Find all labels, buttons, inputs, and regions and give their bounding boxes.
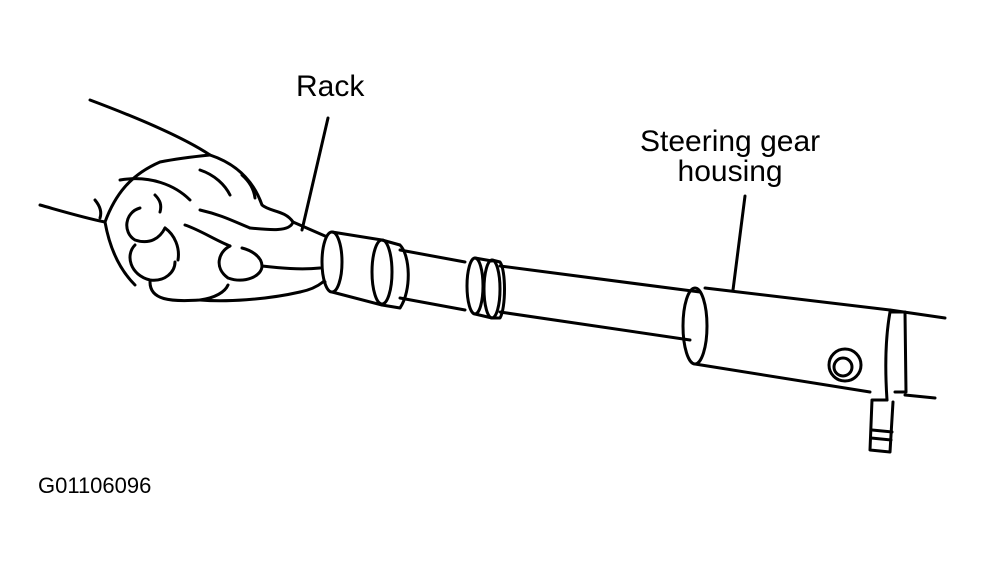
arm-outline xyxy=(40,100,210,222)
hand xyxy=(95,155,323,301)
figure-code: G01106096 xyxy=(38,473,152,498)
housing-label-line-2: housing xyxy=(677,155,783,188)
steering-gear-housing-label: Steering gear housing xyxy=(640,127,820,187)
rack-ring xyxy=(467,258,505,318)
housing-label-line-1: Steering gear xyxy=(640,125,821,158)
rack-collar xyxy=(322,232,465,310)
rack-rod xyxy=(293,222,325,282)
housing-leader-line xyxy=(733,196,745,290)
main-shaft xyxy=(500,266,700,340)
mounting-clamp xyxy=(870,312,906,452)
rack-leader-line xyxy=(302,118,328,230)
rack-label: Rack xyxy=(296,70,365,103)
